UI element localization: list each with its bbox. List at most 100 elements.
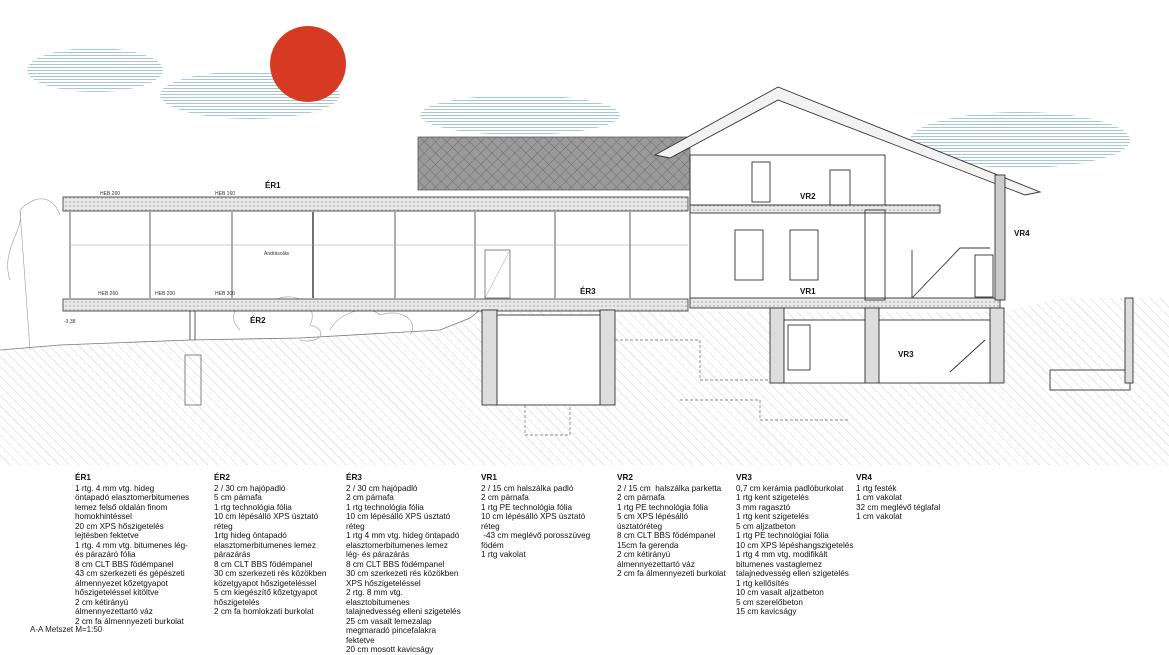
legend-line: 5 cm XPS lépésálló [617, 512, 688, 521]
beam-label: HEB 260 [98, 291, 118, 297]
legend-line: 1 rtg kent szigetelés [736, 512, 809, 521]
beam-label: HEB 300 [215, 291, 235, 297]
legend-line: álmennyezet kőzetgyapot [75, 578, 168, 588]
legend-title: VR1 [481, 473, 497, 482]
legend-line: 1 rtg festék [856, 483, 897, 493]
legend-line: födém [481, 540, 504, 550]
legend-line: 1 rtg PE technológia fólia [617, 502, 709, 512]
legend-title: ÉR3 [346, 473, 362, 482]
legend-line: 8 cm CLT BBS födémpanel [214, 559, 313, 569]
legend-line: álmennyezettartó váz [617, 559, 695, 569]
legend-line: elasztomerbitumenes lemez [214, 540, 316, 550]
legend-line: közetgyapot hőszigeteléssel [214, 578, 317, 588]
beam-label: HEB 160 [215, 191, 235, 197]
level-label: -3,38 [64, 319, 76, 325]
legend-line: megmaradó pincefalakra [346, 626, 437, 635]
trees-sketch [7, 198, 413, 351]
legend-line: 1 rtg PE technológia fólia [481, 502, 573, 512]
legend-line: homokhintéssel [75, 512, 132, 521]
legend-line: réteg [481, 521, 500, 531]
legend-line: 5 cm párnafa [214, 493, 262, 502]
legend-line: hőszigeteléssel kitöltve [75, 588, 159, 597]
legend-line: 2 cm kétirányú [75, 597, 129, 607]
legend-title: ÉR2 [214, 473, 230, 482]
legend-line: 1 rtg PE technológiai fólia [736, 531, 829, 540]
legend-line: elasztobitumenes [346, 597, 410, 607]
legend-line: 30 cm szerkezeti rés közökben [214, 569, 327, 578]
legend-line: 1 cm vakolat [856, 493, 902, 502]
legend-title: VR4 [856, 473, 872, 482]
sun [270, 26, 346, 102]
legend-line: 2 cm fa homlokzati burkolat [214, 607, 314, 616]
legend-line: és párazáró fólia [75, 550, 136, 559]
legend-line: 2 / 15 cm halszálka parketta [617, 483, 722, 493]
beam-label: HEB 200 [155, 291, 175, 297]
legend-line: 20 cm XPS hőszigetelés [75, 521, 164, 531]
legend-line: 2 cm párnafa [346, 493, 394, 502]
label-vr1: VR1 [800, 287, 816, 296]
cloud [420, 95, 620, 135]
floor-slab-er2 [62, 298, 689, 312]
legend-line: 3 mm ragasztó [736, 502, 791, 512]
sky-decoration [27, 26, 1130, 168]
legend-title: VR3 [736, 473, 752, 482]
glass-wing [62, 196, 689, 406]
legend-line: bitumenes vastaglemez [736, 559, 823, 569]
legend-line: 1 rtg. 4 mm vtg. bitumenes lég- [75, 540, 188, 550]
legend-line: 25 cm vasalt lemezalap [346, 616, 432, 626]
cloud [27, 48, 163, 92]
legend-line: elasztomerbitumenes lemez [346, 540, 448, 550]
legend-line: 8 cm CLT BBS födémpanel [617, 531, 716, 540]
legend-title: ÉR1 [75, 473, 91, 482]
legend-line: 10 cm lépésálló XPS úsztató [214, 512, 319, 521]
label-vr3: VR3 [898, 350, 914, 359]
legend-line: 10 cm lépésálló XPS úsztató [346, 512, 451, 521]
existing-house [653, 86, 1042, 309]
legend-line: lejtésben fektetve [75, 531, 139, 540]
roof-slab-er1 [62, 196, 689, 212]
legend-line: 2 / 30 cm hajópadló [214, 483, 286, 493]
label-vr2: VR2 [800, 192, 816, 201]
legend-line: 1 rtg kent szigetelés [736, 493, 809, 502]
legend-line: 1 rtg technológia fólia [214, 502, 292, 512]
legend-line: 15cm fa gerenda [617, 540, 679, 550]
legend-title: VR2 [617, 473, 633, 482]
legend-line: 10 cm vasalt aljzatbeton [736, 588, 824, 597]
legend-line: 1 cm vakolat [856, 512, 902, 521]
legend-line: 8 cm CLT BBS födémpanel [346, 559, 445, 569]
cloud [910, 112, 1130, 168]
legend-line: 1 rtg 4 mm vtg. modifikált [736, 550, 828, 559]
andrasolas-label: Andrásolás [264, 251, 290, 257]
legend-line: öntapadó elasztomerbitumenes [75, 493, 190, 502]
legend-line: lég- és párazárás [346, 550, 410, 559]
legend-line: talajnedvesség ellen szigetelés [736, 569, 849, 578]
legend-line: 5 cm kiegészítő kőzetgyapot [214, 588, 318, 597]
legend-line: -43 cm meglévő porosszüveg [481, 531, 591, 540]
legend-line: 2 cm fa álmennyezeti burkolat [617, 569, 726, 578]
legend-line: 2 cm párnafa [617, 493, 665, 502]
legend-line: réteg [214, 521, 233, 531]
legend-line: 32 cm meglévő téglafal [856, 502, 941, 512]
legend-line: 5 cm szerelőbeton [736, 597, 803, 607]
label-vr4: VR4 [1014, 229, 1030, 238]
legend-line: 2 / 15 cm halszálka padló [481, 483, 574, 493]
legend-line: 43 cm szerkezeti és gépészeti [75, 569, 185, 578]
legend-line: 1 rtg technológia fólia [346, 502, 424, 512]
legend-line: álmennyezettartó váz [75, 607, 153, 616]
legend-line: 0,7 cm kerámia padlóburkolat [736, 483, 844, 493]
legend-line: 5 cm aljzatbeton [736, 521, 796, 531]
legend-line: 2 cm párnafa [481, 493, 529, 502]
